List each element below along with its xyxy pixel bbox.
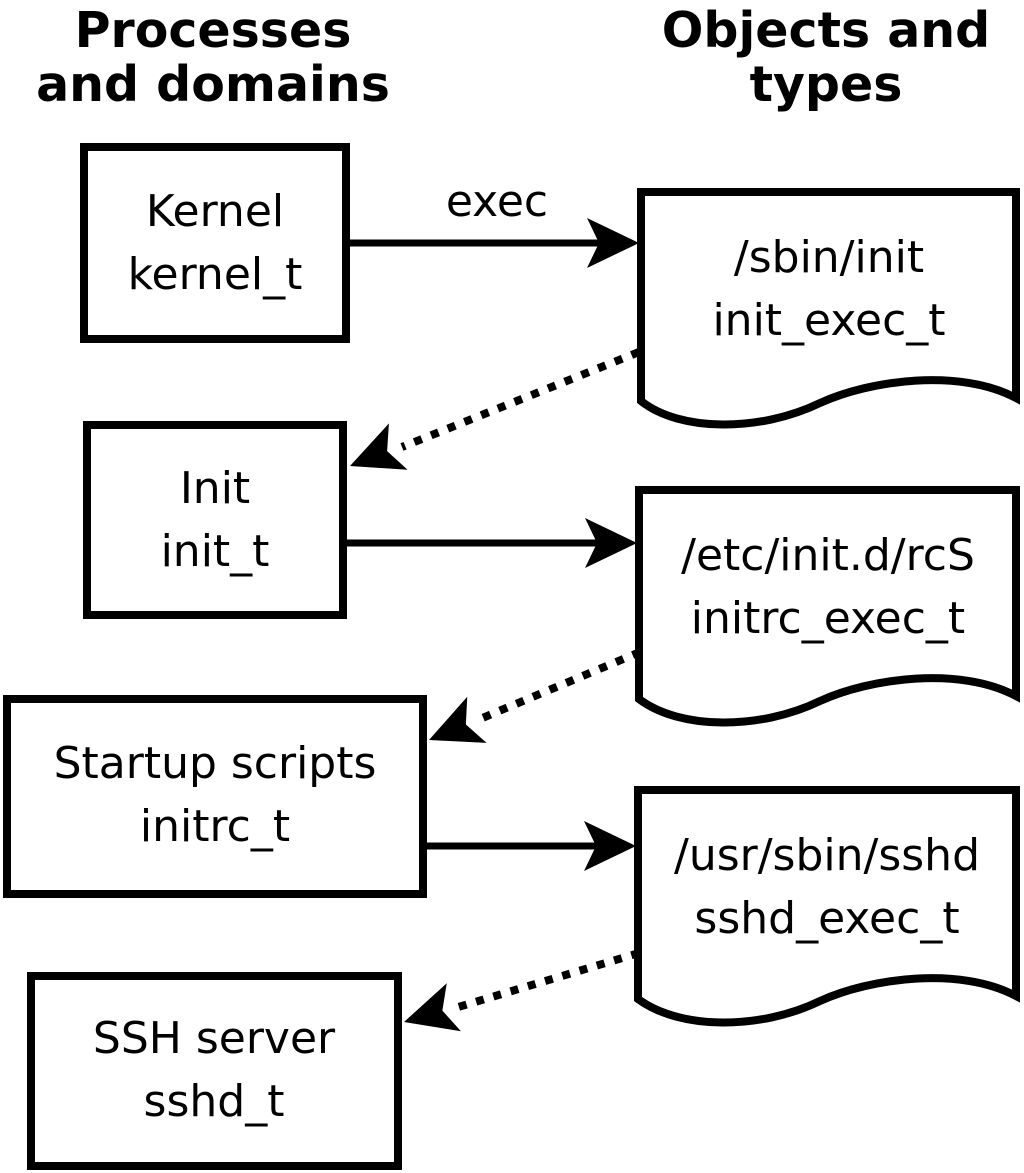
process-label-kernel: Kernel kernel_t [128,180,303,306]
object-type: initrc_exec_t [690,593,966,644]
object-doc-sbin-init [637,188,1020,429]
dotted-arrow-initrc-exec-to-initrc [429,648,642,743]
object-label-etc-initd-rcs: /etc/init.d/rcS initrc_exec_t [681,524,975,650]
process-type: initrc_t [139,801,291,852]
object-path: /etc/init.d/rcS [681,530,975,581]
process-box-startup-scripts [3,695,427,898]
object-type: init_exec_t [712,295,946,346]
column-header-processes-line2: and domains [36,56,390,113]
object-path: /usr/sbin/sshd [673,830,981,881]
process-label-ssh-server: SSH server sshd_t [93,1007,335,1133]
process-type: sshd_t [143,1076,285,1127]
process-name: SSH server [92,1013,336,1064]
column-header-processes-line1: Processes [74,2,352,59]
exec-arrow-label: exec [445,176,549,227]
process-name: Kernel [145,186,285,237]
column-header-objects-line1: Objects and [661,2,991,59]
solid-arrow-kernel-to-sbin-init [346,218,639,268]
process-name: Startup scripts [53,738,377,789]
solid-arrow-init-to-rcs [344,518,637,568]
process-name: Init [179,463,251,514]
process-box-init [83,421,347,619]
process-type: kernel_t [127,249,303,300]
object-type: sshd_exec_t [694,893,960,944]
process-box-ssh-server [27,972,402,1170]
process-label-startup-scripts: Startup scripts initrc_t [54,732,377,858]
process-label-init: Init init_t [161,457,270,583]
dotted-arrow-sshd-exec-to-sshd [404,949,641,1032]
object-label-sbin-init: /sbin/init init_exec_t [712,226,945,352]
process-type: init_t [160,526,270,577]
column-header-objects-line2: types [749,56,903,113]
column-header-processes: Processes and domains [36,4,390,112]
object-path: /sbin/init [733,232,925,283]
object-doc-etc-initd-rcs [635,486,1020,727]
object-doc-usr-sbin-sshd [634,786,1020,1027]
object-label-usr-sbin-sshd: /usr/sbin/sshd sshd_exec_t [674,824,980,950]
dotted-arrow-init-exec-to-init [350,348,641,470]
column-header-objects: Objects and types [662,4,990,112]
process-box-kernel [80,143,350,343]
solid-arrow-initrc-to-sshd [423,821,636,871]
